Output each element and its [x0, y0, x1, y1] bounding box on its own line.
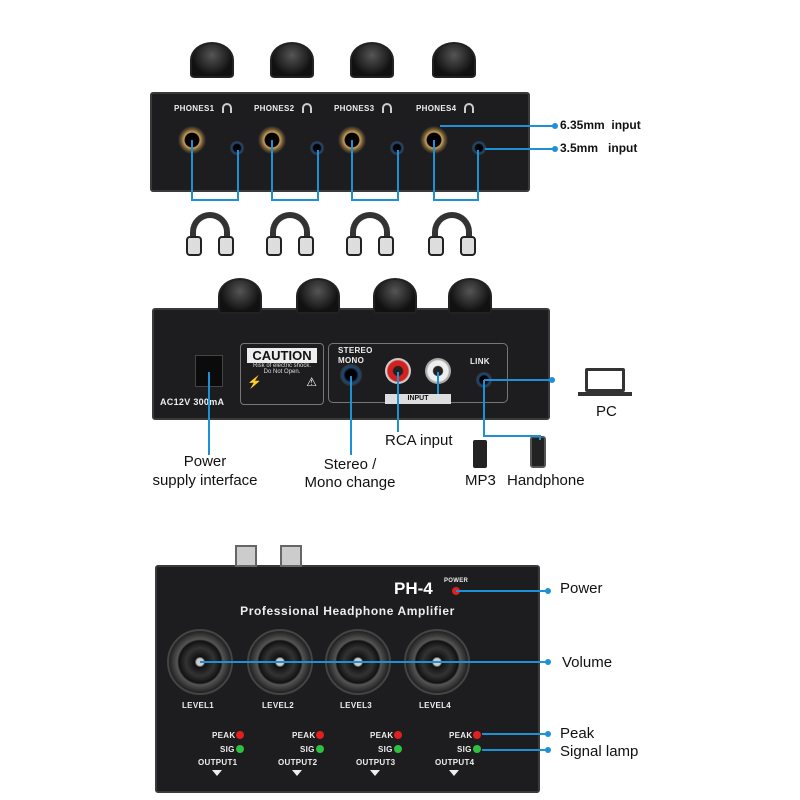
peak-label: PEAK — [292, 731, 316, 740]
top-knob[interactable] — [190, 42, 234, 78]
sig-label: SIG — [457, 745, 472, 754]
rca-port-top — [280, 545, 302, 567]
peak-led — [473, 731, 481, 739]
callout-3-5mm-input: 3.5mm input — [560, 141, 638, 155]
model-label: PH-4 — [394, 579, 433, 598]
peak-led — [236, 731, 244, 739]
3-5mm-jack[interactable] — [472, 141, 486, 155]
sig-led — [316, 745, 324, 753]
phones-label: PHONES3 — [334, 104, 375, 113]
level-label: LEVEL3 — [340, 701, 373, 710]
top-knob[interactable] — [432, 42, 476, 78]
callout-signal-lamp: Signal lamp — [560, 743, 639, 760]
stereo-mono-switch[interactable] — [340, 364, 362, 386]
sig-label: SIG — [378, 745, 393, 754]
output-label: OUTPUT3 — [356, 758, 396, 767]
phones-label: PHONES2 — [254, 104, 295, 113]
output-label: OUTPUT1 — [198, 758, 238, 767]
mp3-player-icon — [473, 440, 487, 468]
3-5mm-jack[interactable] — [230, 141, 244, 155]
callout-peak: Peak — [560, 725, 595, 742]
peak-led — [394, 731, 402, 739]
headphones-icon — [428, 212, 476, 256]
front-callout-lines — [200, 590, 548, 751]
caution-box: CAUTION Risk of electric shock. Do Not O… — [240, 343, 324, 405]
rear-knob[interactable] — [218, 278, 262, 314]
peak-led — [316, 731, 324, 739]
peak-label: PEAK — [449, 731, 473, 740]
output-arrow-icon — [370, 770, 380, 776]
top-knob[interactable] — [270, 42, 314, 78]
sig-label: SIG — [220, 745, 235, 754]
sig-led — [236, 745, 244, 753]
callout-6-35mm-input: 6.35mm input — [560, 118, 641, 132]
level-label: LEVEL4 — [419, 701, 452, 710]
lightning-icon: ⚡ — [247, 375, 262, 389]
link-label: LINK — [470, 357, 490, 366]
phones-label: PHONES4 — [416, 104, 457, 113]
rca-port-top — [235, 545, 257, 567]
callout-stereo-mono-2: Mono change — [304, 474, 396, 491]
3-5mm-jack[interactable] — [310, 141, 324, 155]
3-5mm-jack[interactable] — [390, 141, 404, 155]
level-label: LEVEL1 — [182, 701, 215, 710]
output-arrow-icon — [212, 770, 222, 776]
callout-rca-input: RCA input — [385, 432, 453, 449]
headphones-icon — [266, 212, 314, 256]
output-arrow-icon — [449, 770, 459, 776]
level-label: LEVEL2 — [262, 701, 295, 710]
rear-knob[interactable] — [373, 278, 417, 314]
callout-stereo-mono-1: Stereo / — [323, 456, 377, 473]
callout-power: Power — [560, 580, 603, 597]
rear-callout-lines — [208, 372, 552, 455]
output-label: OUTPUT4 — [435, 758, 475, 767]
input-callout-lines — [440, 125, 555, 150]
headphones-icon — [186, 212, 234, 256]
warning-icons: ⚡⚠ — [241, 375, 323, 389]
headphone-symbol-icon — [222, 103, 232, 113]
callout-handphone: Handphone — [507, 472, 585, 489]
laptop-icon — [578, 368, 632, 396]
headphone-lines — [191, 140, 479, 201]
headphone-symbol-icon — [302, 103, 312, 113]
top-knob[interactable] — [350, 42, 394, 78]
rear-knob[interactable] — [296, 278, 340, 314]
input-label: INPUT — [385, 394, 451, 404]
callout-power-supply-1: Power — [183, 453, 227, 470]
callout-pc: PC — [596, 403, 617, 420]
output-label: OUTPUT2 — [278, 758, 318, 767]
mono-label: MONO — [338, 356, 365, 365]
output-arrow-icon — [292, 770, 302, 776]
stereo-label: STEREO — [338, 346, 373, 355]
peak-label: PEAK — [212, 731, 236, 740]
product-title: Professional Headphone Amplifier — [240, 604, 455, 618]
warning-icon: ⚠ — [306, 375, 317, 389]
headphones-icon — [346, 212, 394, 256]
caution-text-2: Do Not Open. — [263, 369, 301, 375]
callout-mp3: MP3 — [465, 472, 496, 489]
callout-power-supply-2: supply interface — [152, 472, 258, 489]
caution-title: CAUTION — [247, 348, 317, 363]
power-led-label: POWER — [444, 578, 469, 584]
rear-knob[interactable] — [448, 278, 492, 314]
sig-led — [394, 745, 402, 753]
phones-label: PHONES1 — [174, 104, 215, 113]
headphone-symbol-icon — [382, 103, 392, 113]
callout-volume: Volume — [562, 654, 613, 671]
headphone-symbol-icon — [464, 103, 474, 113]
sig-led — [473, 745, 481, 753]
sig-label: SIG — [300, 745, 315, 754]
caution-text-1: Risk of electric shock. — [252, 363, 312, 369]
peak-label: PEAK — [370, 731, 394, 740]
power-rating-label: AC12V 300mA — [160, 397, 225, 407]
